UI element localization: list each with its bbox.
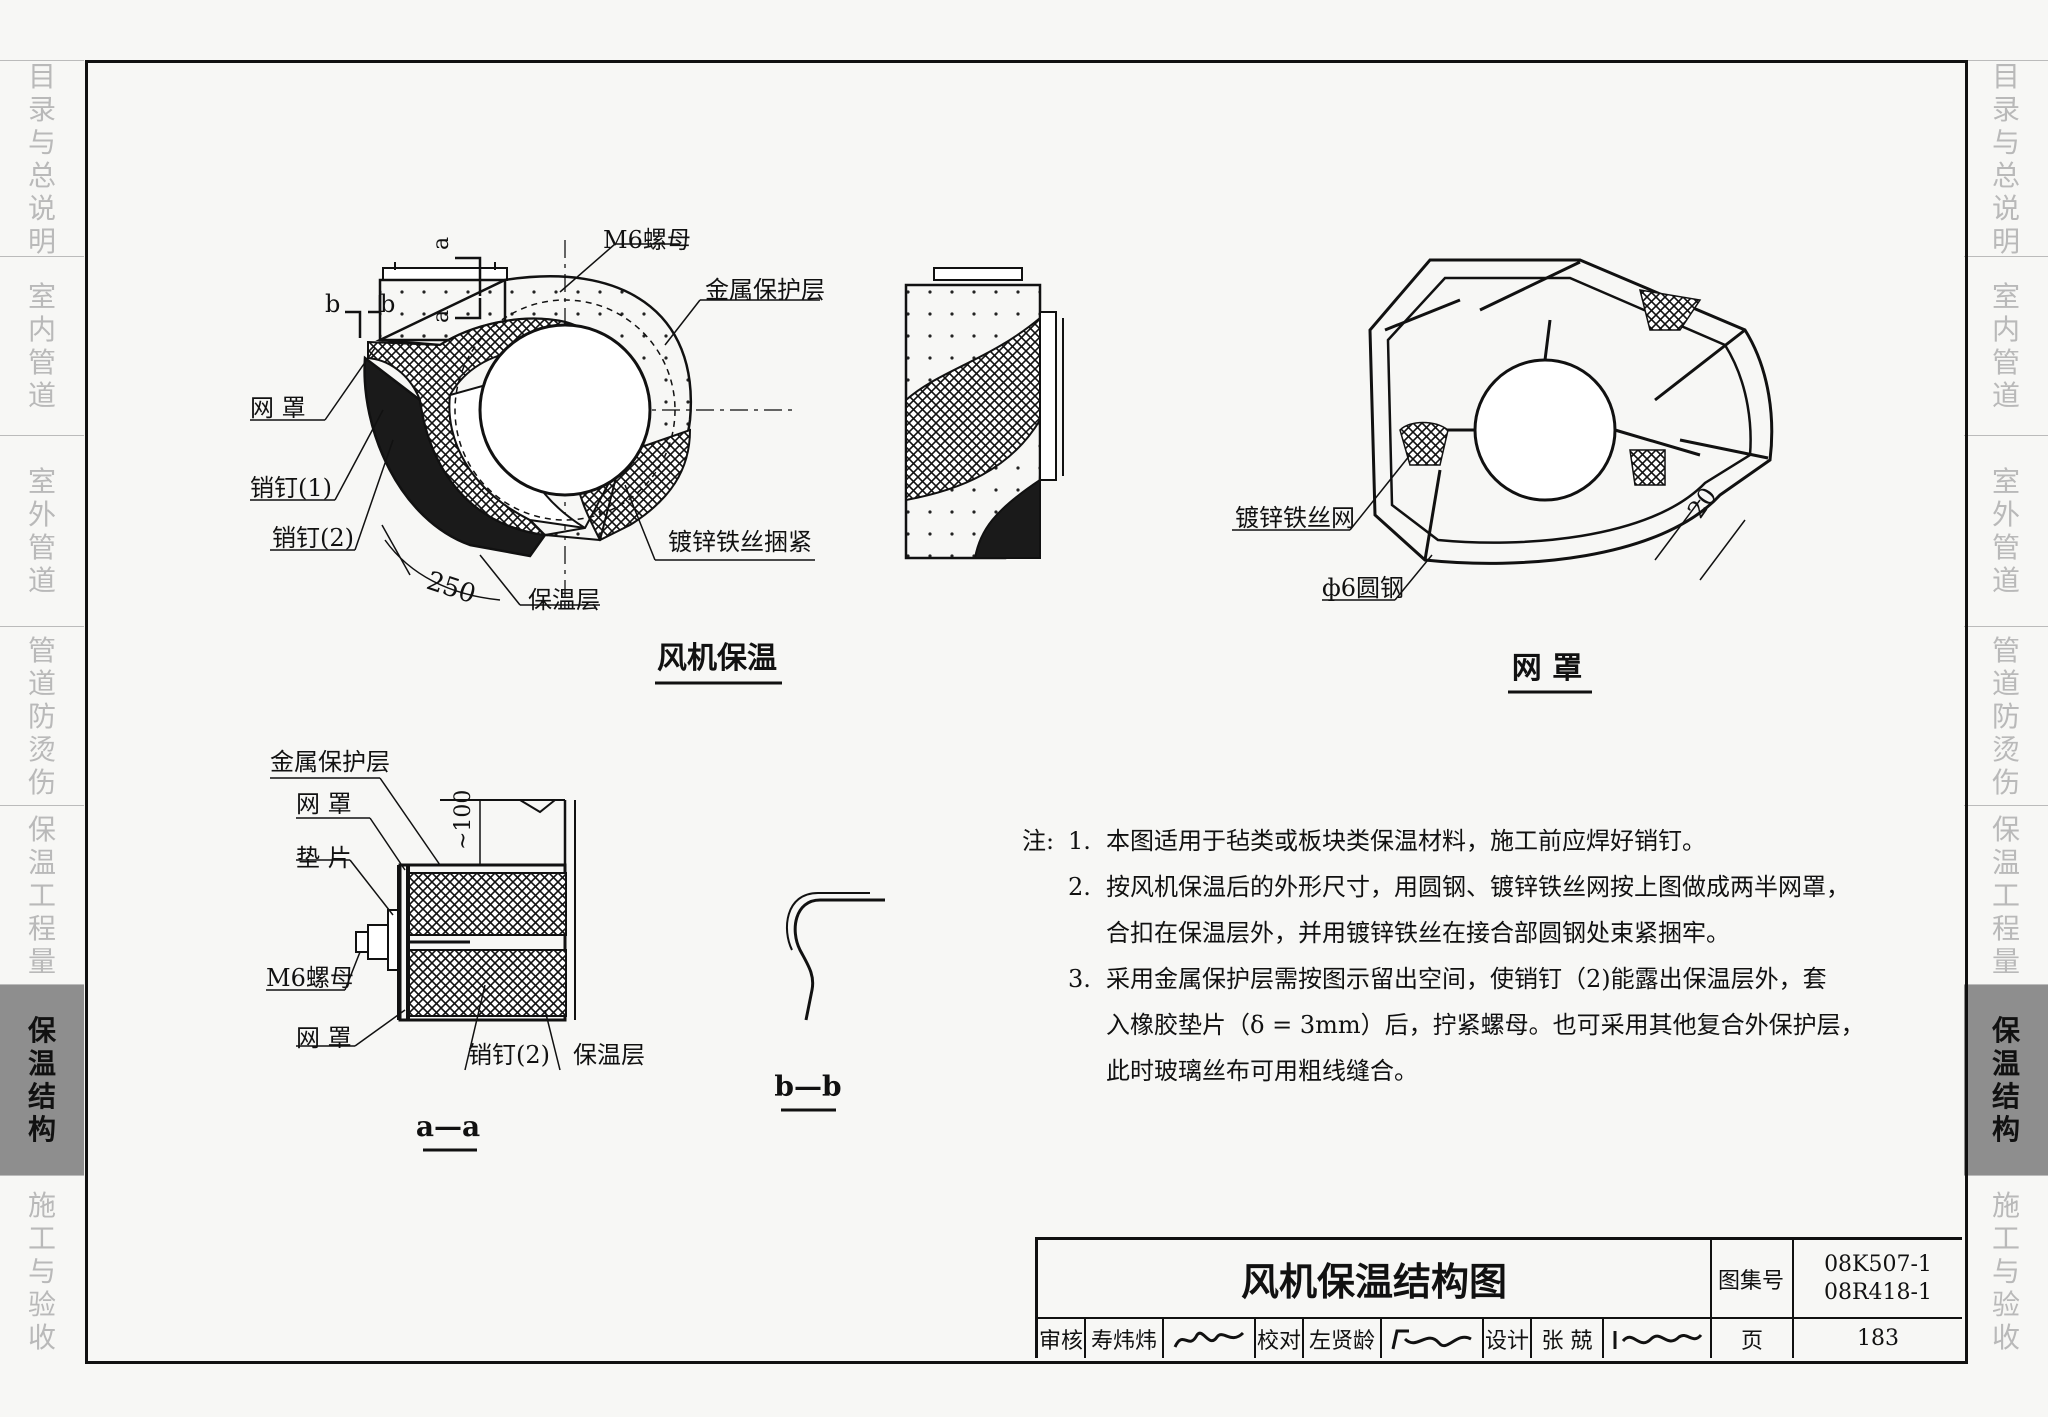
section-aa-drawing: ~100 金属保护层 网 罩 垫 片 M6螺母 网 罩 销钉(2) 保温层 a—… bbox=[266, 748, 645, 1152]
design-label: 设计 bbox=[1484, 1319, 1532, 1358]
page-label: 页 bbox=[1712, 1319, 1794, 1358]
side-tab-label: 室外管道 bbox=[27, 465, 56, 597]
aa-label-mesh-top: 网 罩 bbox=[296, 790, 352, 818]
note-line: 入橡胶垫片（δ = 3mm）后，拧紧螺母。也可采用其他复合外保护层， bbox=[1022, 1002, 1865, 1048]
side-tab-label: 目录与总说明 bbox=[27, 59, 56, 258]
label-mesh-cover: 网 罩 bbox=[250, 394, 306, 422]
side-tab-right-6[interactable]: 施工与验收 bbox=[1964, 1175, 2048, 1366]
aa-label-mesh-bottom: 网 罩 bbox=[296, 1024, 352, 1052]
note-line: 此时玻璃丝布可用粗线缝合。 bbox=[1022, 1048, 1822, 1094]
aa-label-insulation: 保温层 bbox=[573, 1041, 645, 1069]
mesh-cover-drawing: 20 镀锌铁丝网 ф6圆钢 网 罩 bbox=[1232, 258, 1774, 694]
side-tab-label: 管道防烫伤 bbox=[27, 633, 56, 799]
check-name: 左贤龄 bbox=[1304, 1319, 1382, 1358]
section-a-marker-top: a bbox=[429, 237, 454, 250]
side-tab-left-5[interactable]: 保温结构 bbox=[0, 984, 84, 1175]
atlas-number: 08K507-1 08R418-1 bbox=[1794, 1240, 1962, 1319]
label-galvanized-wire-mesh: 镀锌铁丝网 bbox=[1235, 504, 1355, 532]
design-signature bbox=[1604, 1319, 1712, 1358]
side-tab-label: 室内管道 bbox=[27, 280, 56, 412]
section-b-marker-left: b bbox=[325, 290, 340, 318]
section-bb-drawing: b—b bbox=[774, 892, 885, 1112]
side-tab-label: 保温结构 bbox=[27, 1014, 56, 1146]
mesh-cover-title: 网 罩 bbox=[1512, 651, 1582, 686]
section-a-marker-bottom: a bbox=[429, 310, 454, 323]
section-aa-title: a—a bbox=[416, 1110, 480, 1143]
aa-label-pin-2: 销钉(2) bbox=[468, 1041, 550, 1069]
dim-100: ~100 bbox=[451, 790, 476, 850]
note-number: 3. bbox=[1068, 965, 1091, 993]
side-tab-label: 施工与验收 bbox=[27, 1188, 56, 1354]
review-name: 寿炜炜 bbox=[1086, 1319, 1164, 1358]
side-tab-left-4[interactable]: 保温工程量 bbox=[0, 805, 84, 984]
note-line: 3. 采用金属保护层需按图示留出空间，使销钉（2)能露出保温层外，套 bbox=[1022, 956, 1827, 1002]
label-metal-protective-layer: 金属保护层 bbox=[705, 276, 825, 304]
notes-prefix: 注: bbox=[1022, 827, 1055, 855]
notes: 注: 1. 本图适用于毡类或板块类保温材料，施工前应焊好销钉。 2. 按风机保温后的外形… bbox=[1022, 818, 1865, 1094]
note-line: 注: 1. 本图适用于毡类或板块类保温材料，施工前应焊好销钉。 bbox=[1022, 818, 1822, 864]
side-tab-left-6[interactable]: 施工与验收 bbox=[0, 1175, 84, 1366]
side-tab-right-2[interactable]: 室外管道 bbox=[1964, 435, 2048, 626]
page-number: 183 bbox=[1857, 1326, 1899, 1351]
fan-insulation-title: 风机保温 bbox=[657, 641, 777, 676]
side-tab-label: 保温工程量 bbox=[1991, 812, 2020, 978]
note-line: 2. 按风机保温后的外形尺寸，用圆钢、镀锌铁丝网按上图做成两半网罩， bbox=[1022, 864, 1850, 910]
dim-20: 20 bbox=[1682, 482, 1722, 523]
side-tab-label: 室内管道 bbox=[1991, 280, 2020, 412]
note-text: 此时玻璃丝布可用粗线缝合。 bbox=[1106, 1057, 1418, 1085]
side-tab-left-3[interactable]: 管道防烫伤 bbox=[0, 626, 84, 805]
note-text: 入橡胶垫片（δ = 3mm）后，拧紧螺母。也可采用其他复合外保护层， bbox=[1106, 1011, 1865, 1039]
side-tab-right-3[interactable]: 管道防烫伤 bbox=[1964, 626, 2048, 805]
side-tab-label: 室外管道 bbox=[1991, 465, 2020, 597]
note-line: 合扣在保温层外，并用镀锌铁丝在接合部圆钢处束紧捆牢。 bbox=[1022, 910, 1822, 956]
side-tab-label: 保温工程量 bbox=[27, 812, 56, 978]
review-signature bbox=[1164, 1319, 1256, 1358]
side-tab-right-0[interactable]: 目录与总说明 bbox=[1964, 59, 2048, 258]
note-number: 1. bbox=[1068, 827, 1091, 855]
note-text: 采用金属保护层需按图示留出空间，使销钉（2)能露出保温层外，套 bbox=[1106, 965, 1827, 993]
side-tab-right-4[interactable]: 保温工程量 bbox=[1964, 805, 2048, 984]
note-text: 合扣在保温层外，并用镀锌铁丝在接合部圆钢处束紧捆牢。 bbox=[1106, 919, 1730, 947]
label-m6-nut: M6螺母 bbox=[603, 226, 691, 254]
label-insulation: 保温层 bbox=[528, 586, 600, 614]
side-tab-label: 保温结构 bbox=[1991, 1014, 2020, 1146]
label-wire-tie: 镀锌铁丝捆紧 bbox=[668, 528, 812, 556]
aa-label-metal-layer: 金属保护层 bbox=[270, 748, 390, 776]
dim-250: 250 bbox=[423, 566, 479, 610]
check-label: 校对 bbox=[1256, 1319, 1304, 1358]
side-tab-left-0[interactable]: 目录与总说明 bbox=[0, 59, 84, 258]
side-tab-label: 管道防烫伤 bbox=[1991, 633, 2020, 799]
atlas-label: 图集号 bbox=[1710, 1240, 1794, 1319]
fan-side-view bbox=[904, 267, 1064, 560]
note-text: 本图适用于毡类或板块类保温材料，施工前应焊好销钉。 bbox=[1106, 827, 1706, 855]
drawing-title: 风机保温结构图 bbox=[1038, 1240, 1712, 1319]
design-name: 张 兢 bbox=[1532, 1319, 1604, 1358]
atlas-number-1: 08K507-1 bbox=[1824, 1251, 1932, 1277]
side-tab-left-1[interactable]: 室内管道 bbox=[0, 256, 84, 435]
side-nav-left: 目录与总说明室内管道室外管道管道防烫伤保温工程量保温结构施工与验收 bbox=[0, 60, 84, 1366]
side-tab-label: 施工与验收 bbox=[1991, 1188, 2020, 1354]
side-tab-left-2[interactable]: 室外管道 bbox=[0, 435, 84, 626]
side-tab-right-1[interactable]: 室内管道 bbox=[1964, 256, 2048, 435]
atlas-number-2: 08R418-1 bbox=[1824, 1279, 1932, 1305]
section-b-marker-right: b bbox=[380, 290, 395, 318]
label-pin-2: 销钉(2) bbox=[272, 524, 354, 552]
note-text: 按风机保温后的外形尺寸，用圆钢、镀锌铁丝网按上图做成两半网罩， bbox=[1106, 873, 1850, 901]
label-pin-1: 销钉(1) bbox=[250, 474, 332, 502]
side-nav-right: 目录与总说明室内管道室外管道管道防烫伤保温工程量保温结构施工与验收 bbox=[1964, 60, 2048, 1366]
title-block: 风机保温结构图 图集号 08K507-1 08R418-1 审核 寿炜炜 校对 … bbox=[1035, 1237, 1962, 1358]
side-tab-label: 目录与总说明 bbox=[1991, 59, 2020, 258]
side-tab-right-5[interactable]: 保温结构 bbox=[1964, 984, 2048, 1175]
note-number: 2. bbox=[1068, 873, 1091, 901]
review-label: 审核 bbox=[1038, 1319, 1086, 1358]
label-round-steel: ф6圆钢 bbox=[1322, 574, 1404, 602]
fan-insulation-drawing: a a b b 250 M6螺母 金属保护层 网 罩 销钉(1) 销钉(2) 保… bbox=[250, 226, 825, 685]
check-signature bbox=[1382, 1319, 1484, 1358]
drawing-frame bbox=[85, 60, 1968, 1364]
section-bb-title: b—b bbox=[774, 1070, 841, 1103]
aa-label-gasket: 垫 片 bbox=[296, 844, 352, 872]
aa-label-m6-nut: M6螺母 bbox=[266, 964, 354, 992]
